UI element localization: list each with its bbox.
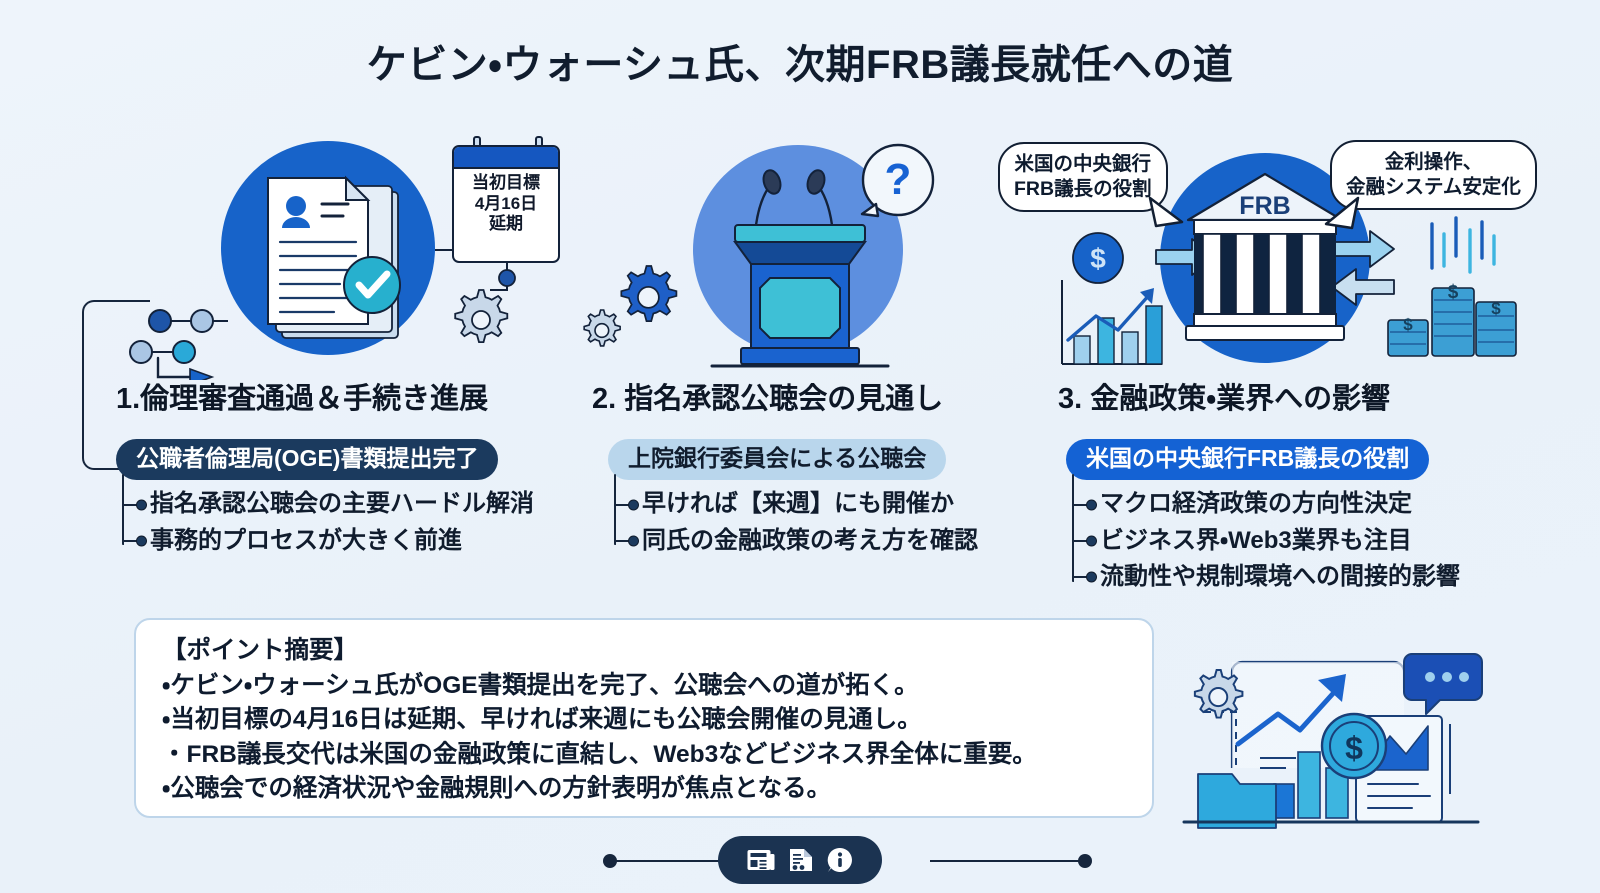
column-3-bullet-3-text: 流動性や規制環境への間接的影響: [1100, 563, 1460, 591]
dollar-coin-glyph-bottom: $: [1345, 730, 1363, 766]
footer-line-right: [930, 860, 1085, 862]
calendar-line-2: 4月16日: [474, 193, 538, 213]
column-2: 2. 指名承認公聴会の見通し 上院銀行委員会による公聴会 早ければ【来週】にも開…: [592, 375, 992, 559]
column-3: 3. 金融政策・業界への影響 米国の中央銀行FRB議長の役割 マクロ経済政策の方…: [1058, 375, 1508, 596]
summary-point-2: ・当初目標の4月16日は延期、早ければ来週にも公聴会開催の見通し。: [162, 706, 922, 734]
footer-bar: [0, 828, 1600, 893]
footer-icon-pill[interactable]: [718, 836, 882, 884]
column-2-bullet-2: 同氏の金融政策の考え方を確認: [614, 523, 992, 559]
column-2-bullet-2-text: 同氏の金融政策の考え方を確認: [642, 526, 978, 554]
column-2-badge: 上院銀行委員会による公聴会: [608, 439, 947, 481]
document-report-icon[interactable]: [788, 846, 814, 874]
footer-line-left: [610, 860, 765, 862]
column-3-bullet-1: マクロ経済政策の方向性決定: [1072, 486, 1508, 522]
podium-hearing-illustration: ?: [583, 143, 935, 368]
column-1-bullet-1-text: 指名承認公聴会の主要ハードル解消: [150, 490, 534, 518]
column-1-bullet-2-text: 事務的プロセスが大きく前進: [150, 526, 462, 554]
column-3-badge: 米国の中央銀行FRB議長の役割: [1066, 439, 1430, 481]
question-mark-glyph: ?: [885, 155, 912, 204]
calendar-card: 当初目標 4月16日 延期: [452, 145, 560, 263]
summary-heading: 【ポイント摘要】: [162, 637, 358, 664]
bubble-right-line-2: 金融システム安定化: [1346, 175, 1521, 198]
bubble-left-tail: [1148, 196, 1184, 228]
column-3-bullet-2-text: ビジネス界・Web3業界も注目: [1100, 526, 1412, 554]
page-title: ケビン・ウォーシュ氏、次期FRB議長就任への道: [366, 43, 1234, 87]
footer-dot-left: [603, 854, 617, 868]
column-1-heading: 1.倫理審査通過＆手続き進展: [116, 383, 489, 415]
bubble-rate-policy: 金利操作、 金融システム安定化: [1330, 140, 1537, 210]
calendar-line-1: 当初目標: [472, 173, 540, 192]
frb-bank-illustration: $ FRB: [1061, 153, 1517, 365]
bubble-right-tail: [1324, 196, 1360, 230]
bubble-left-line-2: FRB議長の役割: [1014, 177, 1152, 200]
summary-point-3: ・FRB議長交代は米国の金融政策に直結し、Web3などビジネス界全体に重要。: [162, 740, 1037, 768]
info-icon[interactable]: [826, 846, 854, 874]
summary-box: 【ポイント摘要】 ・ケビン・ウォーシュ氏がOGE書類提出を完了、公聴会への道が拓…: [134, 618, 1154, 818]
column-1-bullets: 指名承認公聴会の主要ハードル解消 事務的プロセスが大きく前進: [116, 474, 586, 559]
column-1-bullet-2: 事務的プロセスが大きく前進: [122, 523, 586, 559]
bubble-left-line-1: 米国の中央銀行: [1014, 153, 1152, 175]
bubble-right-line-1: 金利操作、: [1384, 151, 1483, 173]
summary-point-1: ・ケビン・ウォーシュ氏がOGE書類提出を完了、公聴会への道が拓く。: [162, 671, 919, 699]
document-approval-illustration: [129, 141, 516, 380]
bubble-frb-role: 米国の中央銀行 FRB議長の役割: [998, 142, 1168, 212]
column-3-heading: 3. 金融政策・業界への影響: [1058, 383, 1391, 415]
left-wrap-connector: [82, 300, 150, 470]
dollar-stack-glyph-3: $: [1491, 299, 1501, 318]
summary-point-4: ・公聴会での経済状況や金融規則への方針表明が焦点となる。: [162, 775, 832, 803]
column-2-bullets: 早ければ【来週】にも開催か 同氏の金融政策の考え方を確認: [592, 474, 992, 559]
column-3-bullet-3: 流動性や規制環境への間接的影響: [1072, 559, 1508, 595]
dollar-stack-glyph-2: $: [1403, 315, 1413, 334]
footer-dot-right: [1078, 854, 1092, 868]
column-3-bullet-2: ビジネス界・Web3業界も注目: [1072, 523, 1508, 559]
calendar-header-band: [454, 147, 558, 169]
column-1-badge: 公職者倫理局(OGE)書類提出完了: [116, 439, 499, 481]
column-3-bullet-spine: [1072, 474, 1074, 583]
column-1-bullet-spine: [122, 474, 124, 546]
column-2-bullet-1-text: 早ければ【来週】にも開催か: [642, 490, 954, 518]
dollar-stack-glyph-1: $: [1448, 282, 1459, 303]
column-3-bullet-1-text: マクロ経済政策の方向性決定: [1100, 490, 1412, 518]
column-2-bullet-spine: [614, 474, 616, 546]
dollar-coin-glyph-left: $: [1090, 243, 1106, 274]
analytics-growth-illustration: $: [1182, 653, 1483, 829]
column-2-bullet-1: 早ければ【来週】にも開催か: [614, 486, 992, 522]
newspaper-icon[interactable]: [746, 846, 776, 874]
bank-label-frb: FRB: [1239, 192, 1290, 220]
column-1: 1.倫理審査通過＆手続き進展 公職者倫理局(OGE)書類提出完了 指名承認公聴会…: [116, 375, 586, 559]
column-1-bullet-1: 指名承認公聴会の主要ハードル解消: [122, 486, 586, 522]
column-3-bullets: マクロ経済政策の方向性決定 ビジネス界・Web3業界も注目 流動性や規制環境への…: [1058, 474, 1508, 595]
column-2-heading: 2. 指名承認公聴会の見通し: [592, 383, 944, 415]
calendar-line-3: 延期: [489, 214, 523, 234]
